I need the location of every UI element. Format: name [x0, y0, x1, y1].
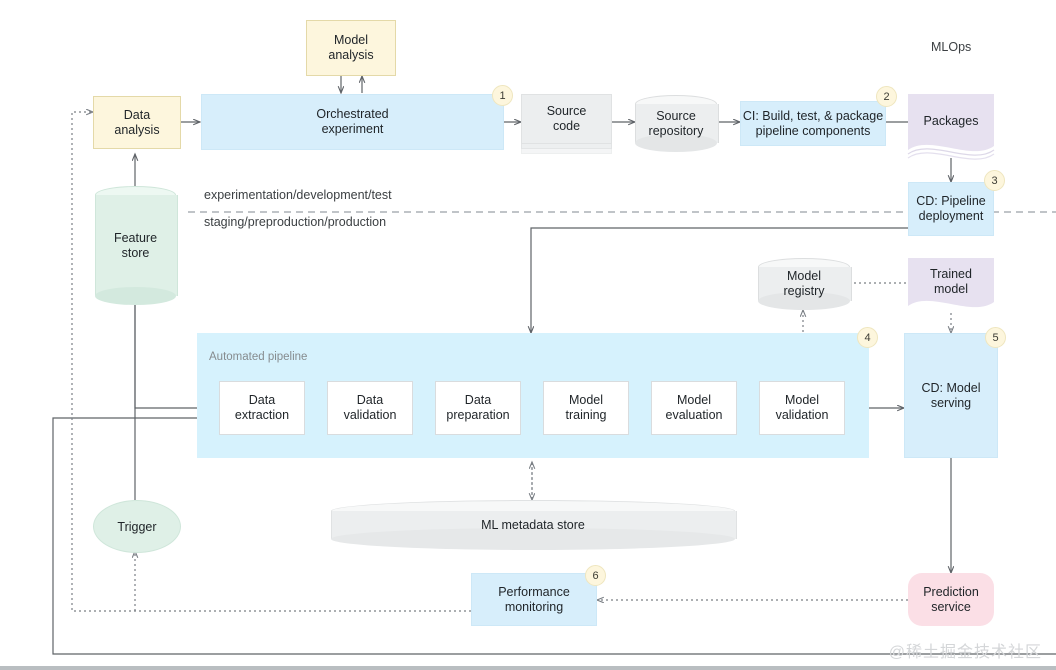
- env-label-top: experimentation/development/test: [204, 188, 392, 202]
- source-code-sheet-front: [521, 94, 612, 144]
- badge-3: 3: [984, 170, 1005, 191]
- badge-2: 2: [876, 86, 897, 107]
- node-model-validation[interactable]: Model validation: [759, 381, 845, 435]
- node-cd-model-serving-label: CD: Model serving: [921, 380, 981, 410]
- node-feature-store[interactable]: Feature store: [95, 186, 178, 305]
- node-data-extraction[interactable]: Data extraction: [219, 381, 305, 435]
- node-ml-metadata-store[interactable]: ML metadata store: [331, 500, 737, 550]
- node-source-code[interactable]: Source code: [521, 94, 612, 154]
- node-packages-label: Packages: [923, 113, 979, 128]
- node-ci-build[interactable]: CI: Build, test, & package pipeline comp…: [740, 101, 886, 146]
- source-repository-bottom: [635, 134, 717, 152]
- node-prediction-service[interactable]: Prediction service: [908, 573, 994, 626]
- node-cd-pipeline-deployment[interactable]: CD: Pipeline deployment: [908, 182, 994, 236]
- node-model-registry-label: Model registry: [783, 269, 825, 298]
- node-cd-pipeline-deployment-label: CD: Pipeline deployment: [916, 194, 986, 223]
- diagram-title: MLOps: [931, 40, 972, 54]
- node-trigger-label: Trigger: [117, 519, 157, 534]
- node-source-repository[interactable]: Source repository: [635, 95, 719, 152]
- node-trained-model[interactable]: Trained model: [908, 258, 994, 308]
- node-model-evaluation-label: Model evaluation: [665, 393, 723, 422]
- node-model-registry[interactable]: Model registry: [758, 258, 852, 310]
- node-source-repository-label: Source repository: [648, 108, 704, 138]
- watermark: @稀土掘金技术社区: [888, 644, 1042, 661]
- node-cd-model-serving[interactable]: CD: Model serving: [904, 333, 998, 458]
- node-data-extraction-label: Data extraction: [234, 393, 290, 422]
- bottom-bar: [0, 666, 1056, 670]
- node-packages[interactable]: Packages: [907, 94, 995, 160]
- node-model-analysis-label: Model analysis: [328, 33, 374, 62]
- node-data-validation[interactable]: Data validation: [327, 381, 413, 435]
- node-data-preparation-label: Data preparation: [446, 393, 510, 422]
- node-data-analysis-label: Data analysis: [114, 107, 160, 137]
- badge-4: 4: [857, 327, 878, 348]
- node-feature-store-label: Feature store: [113, 230, 158, 260]
- node-ml-metadata-store-label: ML metadata store: [481, 518, 585, 532]
- node-model-validation-label: Model validation: [775, 393, 829, 422]
- node-data-validation-label: Data validation: [343, 393, 397, 422]
- automated-pipeline-label: Automated pipeline: [209, 351, 308, 363]
- node-source-code-label: Source code: [546, 104, 587, 133]
- node-performance-monitoring-label: Performance monitoring: [498, 584, 570, 614]
- node-ci-build-label: CI: Build, test, & package pipeline comp…: [742, 108, 884, 138]
- node-data-analysis[interactable]: Data analysis: [93, 96, 181, 149]
- node-data-preparation[interactable]: Data preparation: [435, 381, 521, 435]
- node-model-training-label: Model training: [565, 393, 607, 422]
- node-prediction-service-label: Prediction service: [923, 584, 979, 614]
- node-performance-monitoring[interactable]: Performance monitoring: [471, 573, 597, 626]
- badge-1: 1: [492, 85, 513, 106]
- node-trained-model-label: Trained model: [930, 267, 972, 296]
- node-model-evaluation[interactable]: Model evaluation: [651, 381, 737, 435]
- node-model-training[interactable]: Model training: [543, 381, 629, 435]
- node-orchestrated-experiment-label: Orchestrated experiment: [316, 107, 389, 136]
- node-trigger[interactable]: Trigger: [93, 500, 181, 553]
- node-model-analysis[interactable]: Model analysis: [306, 20, 396, 76]
- badge-5: 5: [985, 327, 1006, 348]
- node-orchestrated-experiment[interactable]: Orchestrated experiment: [201, 94, 504, 150]
- badge-6: 6: [585, 565, 606, 586]
- env-label-bottom: staging/preproduction/production: [204, 215, 387, 229]
